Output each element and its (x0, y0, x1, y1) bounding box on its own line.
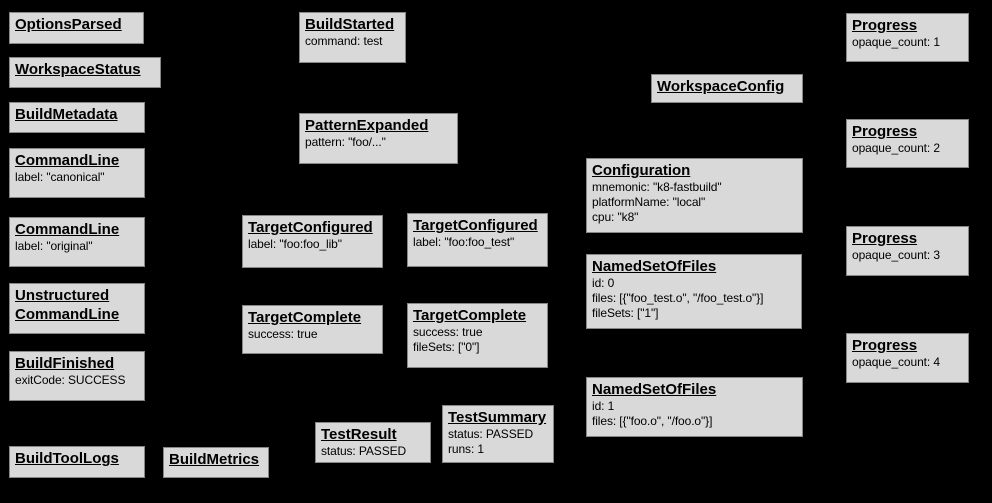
event-title: BuildMetadata (15, 106, 118, 123)
event-box-buildstarted: BuildStarted command: test (299, 12, 406, 63)
event-box-commandline-canonical: CommandLine label: "canonical" (9, 148, 145, 198)
event-title: CommandLine (15, 152, 120, 169)
event-field: pattern: "foo/..." (305, 135, 386, 149)
event-field: files: [{"foo.o", "/foo.o"}] (592, 414, 713, 428)
event-field: platformName: "local" (592, 195, 706, 209)
event-box-buildfinished: BuildFinished exitCode: SUCCESS (9, 351, 145, 401)
event-title: TestResult (321, 426, 397, 443)
event-box-targetconfigured-foolib: TargetConfigured label: "foo:foo_lib" (242, 215, 383, 268)
event-box-progress-3: Progress opaque_count: 3 (846, 226, 969, 276)
event-field: label: "original" (15, 239, 93, 253)
event-title: BuildToolLogs (15, 450, 119, 467)
event-box-buildtoollogs: BuildToolLogs (9, 446, 145, 478)
event-field: opaque_count: 4 (852, 355, 940, 369)
event-field: id: 0 (592, 276, 615, 290)
event-field: success: true (248, 327, 318, 341)
event-title: Configuration (592, 162, 691, 179)
event-field: id: 1 (592, 399, 615, 413)
event-box-progress-1: Progress opaque_count: 1 (846, 13, 969, 62)
event-box-testsummary: TestSummary status: PASSED runs: 1 (442, 405, 554, 463)
event-title: TargetComplete (413, 307, 527, 324)
event-field: label: "foo:foo_lib" (248, 237, 342, 251)
event-title: Progress (852, 337, 918, 354)
event-title: BuildFinished (15, 355, 115, 372)
event-title: Unstructured CommandLine (15, 287, 120, 323)
event-box-namedsetoffiles-0: NamedSetOfFiles id: 0 files: [{"foo_test… (586, 254, 802, 329)
event-box-namedsetoffiles-1: NamedSetOfFiles id: 1 files: [{"foo.o", … (586, 377, 803, 437)
event-title: TestSummary (448, 409, 547, 426)
event-field: mnemonic: "k8-fastbuild" (592, 180, 722, 194)
event-field: status: PASSED (448, 427, 534, 441)
event-field: label: "foo:foo_test" (413, 235, 515, 249)
event-title: TargetConfigured (248, 219, 373, 236)
event-field: command: test (305, 34, 383, 48)
event-box-unstructuredcommandline: Unstructured CommandLine (9, 283, 145, 334)
event-field: runs: 1 (448, 442, 484, 456)
event-box-optionsparsed: OptionsParsed (9, 12, 144, 44)
event-field: files: [{"foo_test.o", "/foo_test.o"}] (592, 291, 764, 305)
event-title: OptionsParsed (15, 16, 122, 33)
event-box-commandline-original: CommandLine label: "original" (9, 217, 145, 267)
event-field: opaque_count: 2 (852, 141, 940, 155)
event-box-buildmetrics: BuildMetrics (163, 447, 269, 478)
event-box-testresult: TestResult status: PASSED (315, 422, 431, 463)
event-box-buildmetadata: BuildMetadata (9, 102, 145, 133)
event-title: Progress (852, 230, 918, 247)
event-box-progress-4: Progress opaque_count: 4 (846, 333, 969, 383)
event-title: NamedSetOfFiles (592, 381, 717, 398)
event-field: exitCode: SUCCESS (15, 373, 126, 387)
event-title: WorkspaceConfig (657, 78, 785, 95)
event-box-configuration: Configuration mnemonic: "k8-fastbuild" p… (586, 158, 803, 233)
event-field: cpu: "k8" (592, 210, 639, 224)
event-title: BuildMetrics (169, 451, 260, 468)
event-box-progress-2: Progress opaque_count: 2 (846, 119, 969, 168)
event-title: TargetComplete (248, 309, 362, 326)
event-title: Progress (852, 17, 918, 34)
event-field: opaque_count: 1 (852, 35, 940, 49)
event-title: WorkspaceStatus (15, 61, 141, 78)
event-title: NamedSetOfFiles (592, 258, 717, 275)
event-field: status: PASSED (321, 444, 407, 458)
event-box-targetcomplete-footest: TargetComplete success: true fileSets: [… (407, 303, 548, 368)
event-title: Progress (852, 123, 918, 140)
event-box-workspacestatus: WorkspaceStatus (9, 57, 161, 88)
event-field: label: "canonical" (15, 170, 105, 184)
event-field: fileSets: ["0"] (413, 340, 480, 354)
event-box-targetcomplete-foolib: TargetComplete success: true (242, 305, 383, 354)
event-box-targetconfigured-footest: TargetConfigured label: "foo:foo_test" (407, 213, 548, 267)
event-box-patternexpanded: PatternExpanded pattern: "foo/..." (299, 113, 458, 164)
event-field: fileSets: ["1"] (592, 306, 659, 320)
event-title: CommandLine (15, 221, 120, 238)
event-field: opaque_count: 3 (852, 248, 940, 262)
event-field: success: true (413, 325, 483, 339)
event-title: BuildStarted (305, 16, 395, 33)
event-title: TargetConfigured (413, 217, 538, 234)
event-box-workspaceconfig: WorkspaceConfig (651, 74, 803, 103)
event-title: PatternExpanded (305, 117, 429, 134)
